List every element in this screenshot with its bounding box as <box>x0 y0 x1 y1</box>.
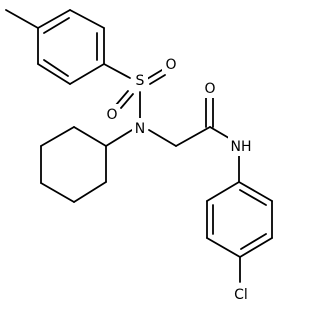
chlorophenyl-ring-bond <box>206 181 240 202</box>
sulfur-oxygen-double-bond <box>120 93 134 109</box>
tolyl-ring-bond <box>37 9 71 29</box>
acetamide-chain <box>148 97 240 183</box>
carbonyl-oxygen-label: O <box>204 81 215 97</box>
methyl-bond <box>5 9 39 29</box>
sulfur-atom-label: S <box>136 73 145 89</box>
tolyl-ring-bond <box>69 63 105 85</box>
methylene-carbonyl-bond <box>175 126 211 147</box>
tolyl-ring <box>5 9 105 85</box>
amide-nitrogen-label: NH <box>231 139 252 155</box>
cyclohexyl-ring-bond <box>73 181 107 203</box>
chlorophenyl-ring-bond <box>206 237 241 258</box>
cyclohexyl-ring-bond <box>73 126 107 147</box>
chlorophenyl-ring-bond <box>238 181 273 202</box>
chlorophenyl-aromatic-inner-bond <box>240 233 267 250</box>
tolyl-ring-bond <box>37 63 71 85</box>
chlorophenyl-ring <box>206 181 273 283</box>
molecule-structure-diagram: S O O N O NH Cl <box>5 9 273 304</box>
chlorophenyl-ring-bond <box>239 237 273 258</box>
sulfur-oxygen-double-bond <box>146 69 163 80</box>
tolyl-aromatic-inner-bond <box>43 59 69 77</box>
nitrogen-cyclohexyl-bond <box>105 129 133 147</box>
sulfur-oxygen-double-bond <box>149 74 166 85</box>
cyclohexyl-ring <box>40 126 133 203</box>
sulfonyl-group <box>103 63 166 119</box>
cyclohexyl-ring-bond <box>40 182 75 203</box>
tolyl-aromatic-inner-bond <box>43 17 70 34</box>
sulfonamide-nitrogen-label: N <box>135 121 145 137</box>
sulfonyl-oxygen-left-label: O <box>106 107 117 123</box>
chlorine-atom-label: Cl <box>234 287 248 303</box>
tolyl-ring-bond <box>69 9 105 29</box>
sulfur-oxygen-double-bond <box>115 90 129 106</box>
cyclohexyl-ring-bond <box>40 126 75 147</box>
chlorophenyl-aromatic-inner-bond <box>239 189 267 206</box>
ring-to-sulfur-bond <box>103 63 131 79</box>
nitrogen-methylene-bond <box>148 129 177 147</box>
sulfonyl-oxygen-right-label: O <box>165 57 176 73</box>
